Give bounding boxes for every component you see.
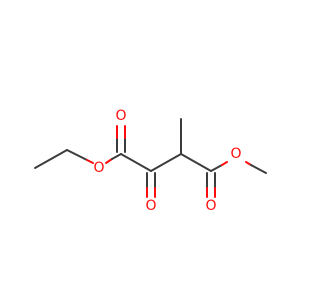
bond-ethyl-ch3-ch2 [34, 149, 68, 169]
bond-c2-c3 [150, 153, 182, 172]
oxygen-label-ester2-carbonyl: O [205, 198, 216, 214]
oxygen-label-ketone: O [145, 198, 156, 214]
bond-oester1-c1-red [105, 158, 113, 164]
bond-oester1-c1 [111, 153, 122, 160]
oxygen-label-ester1-carbonyl: O [115, 108, 126, 124]
bond-c4-oester2-red [221, 161, 228, 166]
molecule-structure-diagram: O O O O O [0, 0, 300, 300]
background [0, 0, 300, 300]
bond-c1-c2 [120, 153, 152, 172]
oxygen-label-ester2-single: O [230, 146, 241, 162]
bond-ethyl-ch2-o-red [86, 159, 94, 164]
bond-c4-oester2 [210, 164, 223, 172]
bond-ethyl-ch2-o [66, 149, 88, 161]
bond-c3-c4 [180, 153, 212, 172]
bond-oester2-methyl [250, 164, 267, 174]
oxygen-label-ester1-single: O [93, 160, 104, 176]
